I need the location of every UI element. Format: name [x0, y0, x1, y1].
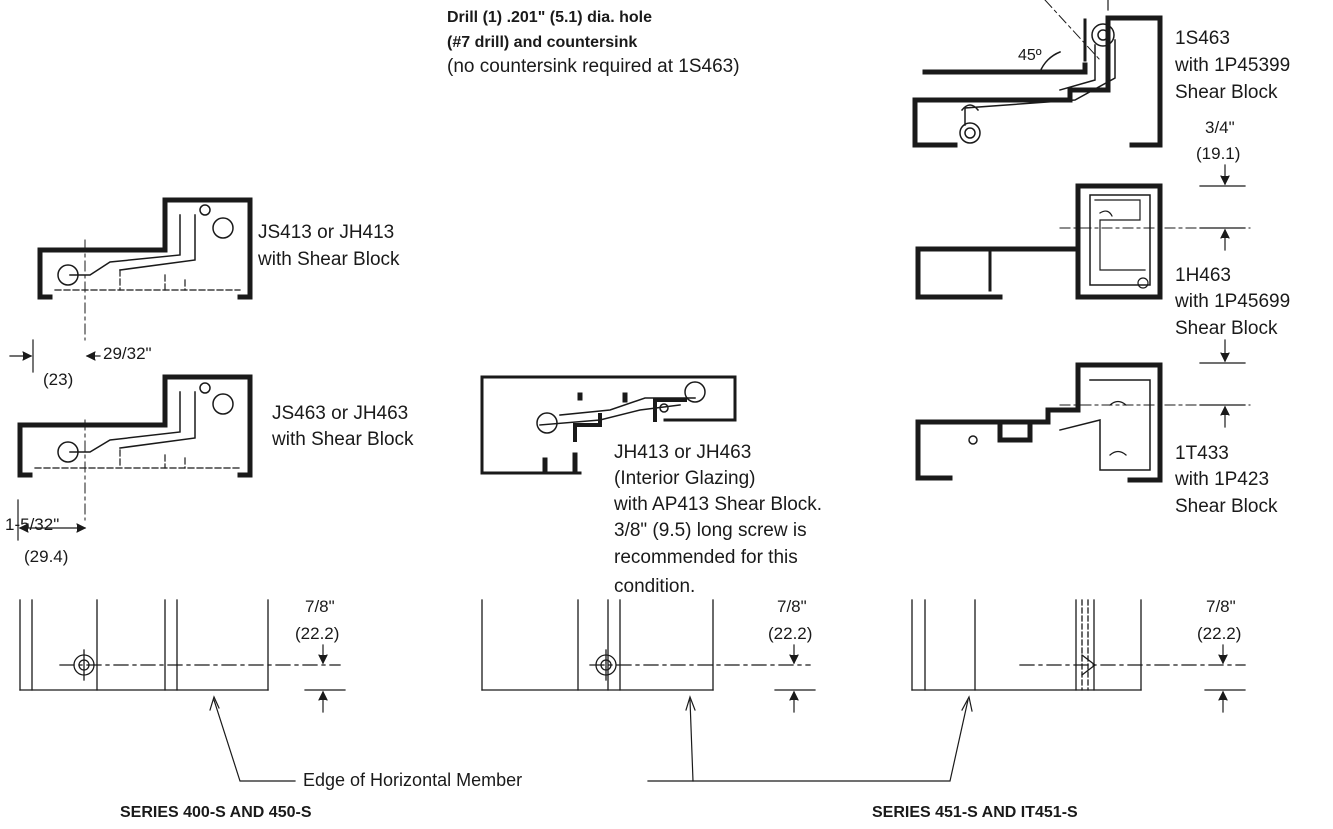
profile-js413: [37, 197, 253, 341]
dim-2932-b: (23): [43, 370, 74, 389]
dim-top-right-arrows: [1199, 164, 1246, 251]
dim-1532-b: (29.4): [24, 547, 69, 566]
callout-jh-l2: (Interior Glazing): [614, 468, 756, 489]
profile-js463: [17, 374, 253, 521]
dim-mid-right-arrows: [1199, 339, 1246, 428]
elevation-left: [19, 599, 341, 691]
callout-js463-l2: with Shear Block: [272, 429, 414, 450]
dim-1532-a: 1-5/32": [5, 515, 60, 534]
callout-jh-l1: JH413 or JH463: [614, 442, 752, 463]
callout-jh-l3: with AP413 Shear Block.: [614, 494, 823, 515]
callout-1h463-l3: Shear Block: [1175, 318, 1278, 339]
callout-jh-l4: 3/8" (9.5) long screw is: [614, 520, 807, 541]
callout-1h463-l2: with 1P45699: [1175, 291, 1291, 312]
drill-note-line3: (no countersink required at 1S463): [447, 56, 740, 77]
profile-1s463: [912, 0, 1163, 148]
edge-of-horizontal-member-label: Edge of Horizontal Member: [303, 770, 523, 790]
callout-1h463-l1: 1H463: [1175, 265, 1231, 286]
callout-1s463-l1: 1S463: [1175, 28, 1230, 49]
profile-jh-interior: [480, 375, 737, 475]
callout-jh-l6: condition.: [614, 576, 696, 597]
callout-1t433-l1: 1T433: [1175, 443, 1229, 464]
dim-78-left-b: (22.2): [295, 624, 340, 643]
callout-js413-l1: JS413 or JH413: [258, 222, 395, 243]
elevation-mid: [481, 599, 811, 691]
drill-note-line1: Drill (1) .201" (5.1) dia. hole: [447, 9, 652, 26]
series-left-title: SERIES 400-S AND 450-S: [120, 804, 312, 821]
callout-js413-l2: with Shear Block: [258, 249, 400, 270]
dim-top-right-b: (19.1): [1196, 144, 1241, 163]
callout-1t433-l2: with 1P423: [1175, 469, 1270, 490]
callout-1s463-l3: Shear Block: [1175, 82, 1278, 103]
angle-label: 45º: [1018, 47, 1042, 64]
dim-78-left-a: 7/8": [305, 597, 335, 616]
dim-78-mid-b: (22.2): [768, 624, 813, 643]
series-right-title: SERIES 451-S AND IT451-S: [872, 804, 1078, 821]
dim-1532-arrows: [17, 499, 87, 541]
profile-1h463: [915, 183, 1251, 300]
callout-1s463-l2: with 1P45399: [1175, 55, 1291, 76]
dim-top-right-a: 3/4": [1205, 118, 1235, 137]
callout-js463-l1: JS463 or JH463: [272, 403, 409, 424]
dim-78-arrows: [304, 644, 1246, 713]
profile-1t433: [915, 362, 1251, 483]
callout-jh-l5: recommended for this: [614, 547, 798, 568]
dim-2932-a: 29/32": [103, 344, 152, 363]
dim-2932-arrows: [9, 339, 101, 373]
elevation-right: [911, 599, 1246, 691]
dim-78-mid-a: 7/8": [777, 597, 807, 616]
dim-78-right-a: 7/8": [1206, 597, 1236, 616]
dim-78-right-b: (22.2): [1197, 624, 1242, 643]
edge-leaders: [209, 695, 973, 782]
callout-1t433-l3: Shear Block: [1175, 496, 1278, 517]
drill-note-line2: (#7 drill) and countersink: [447, 34, 638, 51]
